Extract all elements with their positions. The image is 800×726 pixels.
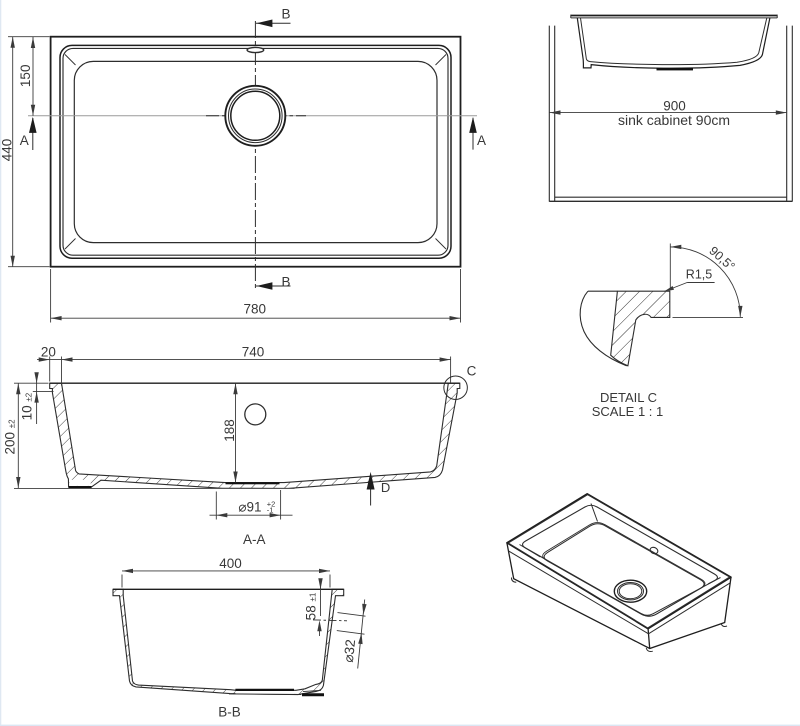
svg-text:⌀91: ⌀91 (238, 500, 261, 515)
svg-text:R1,5: R1,5 (686, 267, 712, 281)
svg-text:740: 740 (242, 344, 265, 359)
svg-text:B: B (281, 7, 290, 22)
svg-text:900: 900 (663, 98, 686, 113)
svg-text:780: 780 (244, 302, 267, 317)
svg-text:sink cabinet 90cm: sink cabinet 90cm (618, 112, 730, 128)
svg-text:B: B (281, 274, 290, 289)
svg-text:B-B: B-B (218, 705, 241, 720)
svg-text:440: 440 (0, 139, 14, 162)
svg-text:150: 150 (18, 65, 33, 88)
svg-text:A: A (20, 133, 29, 148)
svg-text:⌀32: ⌀32 (341, 639, 358, 664)
svg-text:DETAIL C: DETAIL C (600, 390, 657, 405)
svg-text:D: D (381, 480, 390, 495)
svg-text:400: 400 (219, 556, 242, 571)
svg-text:+2: +2 (267, 499, 276, 508)
svg-text:188: 188 (222, 419, 237, 442)
svg-text:A-A: A-A (243, 532, 266, 547)
svg-text:-1: -1 (267, 505, 274, 514)
svg-text:C: C (467, 364, 477, 379)
svg-text:20: 20 (41, 344, 56, 359)
svg-text:A: A (477, 133, 486, 148)
svg-text:SCALE 1 : 1: SCALE 1 : 1 (592, 404, 664, 419)
